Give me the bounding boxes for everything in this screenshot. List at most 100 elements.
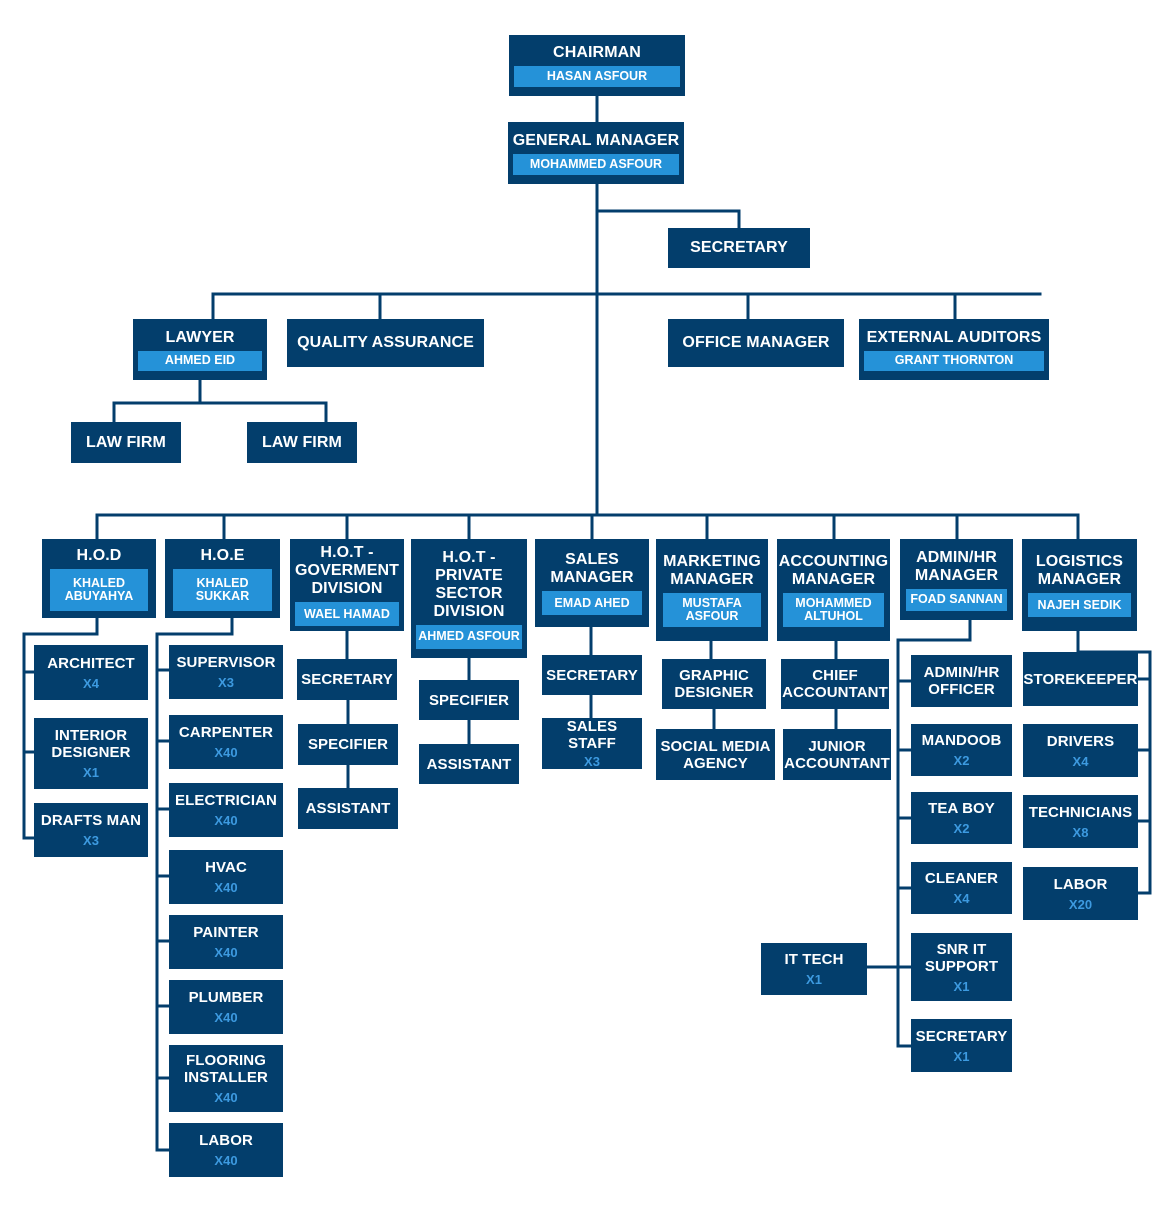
staff-count: X40 <box>214 813 238 828</box>
marketing-manager-node: MARKETING MANAGER MUSTAFA ASFOUR <box>656 539 768 641</box>
accounting-manager-name: MOHAMMED ALTUHOL <box>783 593 884 627</box>
marketing-manager-name: MUSTAFA ASFOUR <box>663 593 761 627</box>
marketing-manager-title: MARKETING MANAGER <box>663 553 761 589</box>
staff-count: X1 <box>953 978 970 994</box>
secretary-top-node: SECRETARY <box>668 228 810 268</box>
logistics-manager-node: LOGISTICS MANAGER NAJEH SEDIK <box>1022 539 1137 631</box>
sales-manager-name: EMAD AHED <box>542 591 642 615</box>
admin-staff-tea-boy: TEA BOY X2 <box>911 792 1012 844</box>
admin-staff-snr-it-support: SNR IT SUPPORT X1 <box>911 933 1012 1001</box>
hot-government-staff-assistant: ASSISTANT <box>298 788 398 829</box>
law-firm-node: LAW FIRM <box>247 422 357 463</box>
hoe-staff-electrician: ELECTRICIAN X40 <box>169 783 283 837</box>
hoe-staff-painter: PAINTER X40 <box>169 915 283 969</box>
title-line: SALES <box>565 551 619 568</box>
hoe-staff-hvac: HVAC X40 <box>169 850 283 904</box>
it-tech-node: IT TECH X1 <box>761 943 867 995</box>
staff-title: TEA BOY <box>928 800 995 817</box>
staff-title: AGENCY <box>683 754 748 772</box>
staff-title: SECRETARY <box>546 666 638 684</box>
staff-count: X4 <box>1072 753 1089 769</box>
staff-title: ASSISTANT <box>426 755 512 773</box>
staff-title: ASSISTANT <box>305 800 391 817</box>
staff-title: INTERIOR <box>54 727 128 744</box>
staff-title: PAINTER <box>193 924 259 941</box>
staff-title: SUPPORT <box>924 957 999 975</box>
staff-title: ACCOUNTANT <box>782 684 888 701</box>
staff-count: X1 <box>953 1048 970 1064</box>
staff-title: JUNIOR <box>808 737 866 755</box>
hot-private-staff-specifier: SPECIFIER <box>419 680 519 720</box>
hot-private-name: AHMED ASFOUR <box>416 624 522 649</box>
lawyer-node: LAWYER AHMED EID <box>133 319 267 380</box>
hod-staff-architect: ARCHITECT X4 <box>34 645 148 700</box>
title-line: SECTOR <box>435 584 503 602</box>
hoe-name-line: SUKKAR <box>195 588 250 603</box>
hot-private-title: H.O.T - PRIVATE SECTOR DIVISION <box>433 549 504 621</box>
general-manager-name: MOHAMMED ASFOUR <box>513 153 679 175</box>
staff-count: X4 <box>83 675 99 691</box>
title-line: LOGISTICS <box>1035 553 1124 570</box>
logistics-manager-title: LOGISTICS MANAGER <box>1036 553 1123 589</box>
hot-private-node: H.O.T - PRIVATE SECTOR DIVISION AHMED AS… <box>411 539 527 658</box>
staff-title: SPECIFIER <box>307 736 389 753</box>
external-auditors-node: EXTERNAL AUDITORS GRANT THORNTON <box>859 319 1049 380</box>
staff-title: ARCHITECT <box>47 654 135 672</box>
hoe-staff-flooring-installer: FLOORING INSTALLER X40 <box>169 1045 283 1112</box>
hot-government-staff-specifier: SPECIFIER <box>298 724 398 765</box>
staff-title: ACCOUNTANT <box>784 754 890 772</box>
staff-title: PLUMBER <box>188 989 264 1006</box>
hod-name-line: ABUYAHYA <box>64 588 134 603</box>
title-line: ADMIN/HR <box>916 548 997 566</box>
staff-title: HVAC <box>205 859 247 876</box>
staff-title: GRAPHIC <box>679 667 749 684</box>
sales-staff-secretary: SECRETARY <box>542 655 642 695</box>
accounting-manager-node: ACCOUNTING MANAGER MOHAMMED ALTUHOL <box>777 539 890 641</box>
name-line: ASFOUR <box>685 609 739 623</box>
hoe-name: KHALED SUKKAR <box>173 568 272 611</box>
admin-staff-mandoob: MANDOOB X2 <box>911 724 1012 776</box>
law-firm-title: LAW FIRM <box>262 433 342 451</box>
staff-count: X1 <box>806 972 822 987</box>
hod-title: H.O.D <box>76 546 122 564</box>
accounting-manager-title: ACCOUNTING MANAGER <box>779 553 888 589</box>
staff-title: SECRETARY <box>301 671 393 688</box>
staff-count: X40 <box>214 880 238 895</box>
accounting-staff-junior-accountant: JUNIOR ACCOUNTANT <box>783 729 891 780</box>
admin-hr-manager-title: ADMIN/HR MANAGER <box>915 549 998 585</box>
title-line: MANAGER <box>1037 571 1122 588</box>
sales-manager-node: SALES MANAGER EMAD AHED <box>535 539 649 627</box>
admin-staff-secretary: SECRETARY X1 <box>911 1019 1012 1072</box>
staff-count: X40 <box>214 945 238 960</box>
external-auditors-title: EXTERNAL AUDITORS <box>866 328 1042 346</box>
title-line: MANAGER <box>914 566 999 584</box>
sales-manager-title: SALES MANAGER <box>550 551 633 587</box>
hoe-staff-plumber: PLUMBER X40 <box>169 980 283 1034</box>
staff-title: SPECIFIER <box>428 691 510 709</box>
hoe-node: H.O.E KHALED SUKKAR <box>165 539 280 618</box>
staff-title: DESIGNER <box>51 744 131 761</box>
hot-government-staff-secretary: SECRETARY <box>297 659 397 700</box>
hot-private-staff-assistant: ASSISTANT <box>419 744 519 784</box>
staff-title: DRAFTS MAN <box>40 812 142 829</box>
hod-name-line: KHALED <box>72 575 126 590</box>
staff-title: SNR IT <box>936 940 987 958</box>
staff-title: TECHNICIANS <box>1028 803 1133 821</box>
logistics-staff-drivers: DRIVERS X4 <box>1023 724 1138 777</box>
hoe-staff-supervisor: SUPERVISOR X3 <box>169 645 283 699</box>
name-line: MOHAMMED <box>795 596 872 610</box>
title-line: ACCOUNTING <box>778 553 889 570</box>
office-manager-title: OFFICE MANAGER <box>682 334 830 351</box>
general-manager-title: GENERAL MANAGER <box>512 131 680 149</box>
logistics-manager-name: NAJEH SEDIK <box>1028 593 1131 617</box>
law-firm-node: LAW FIRM <box>71 422 181 463</box>
chairman-node: CHAIRMAN HASAN ASFOUR <box>509 35 685 96</box>
hod-name: KHALED ABUYAHYA <box>50 568 148 611</box>
law-firm-title: LAW FIRM <box>86 433 166 451</box>
hoe-staff-labor: LABOR X40 <box>169 1123 283 1177</box>
staff-count: X3 <box>218 675 234 690</box>
staff-title: INSTALLER <box>184 1069 268 1086</box>
marketing-staff-social-media-agency: SOCIAL MEDIA AGENCY <box>656 729 775 780</box>
staff-count: X1 <box>83 765 99 780</box>
staff-title: CLEANER <box>924 870 999 887</box>
